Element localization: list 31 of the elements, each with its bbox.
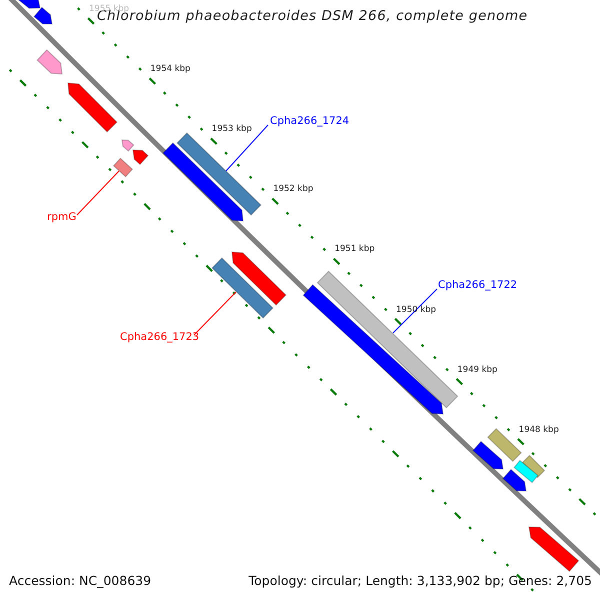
leader-line — [226, 124, 268, 172]
gene-bar — [112, 158, 134, 178]
gene-bar — [121, 139, 134, 152]
gene-bar — [176, 132, 262, 216]
scale-label: 1948 kbp — [518, 426, 559, 436]
gene-bar — [231, 251, 287, 306]
scale-label: 1953 kbp — [212, 125, 252, 135]
scale-label: 1952 kbp — [273, 185, 314, 196]
scale-label: 1954 kbp — [150, 65, 190, 75]
gene-bar — [502, 468, 527, 492]
gene-bar — [132, 149, 149, 166]
accession-text: Accession: NC_008639 — [9, 574, 152, 588]
leader-line — [194, 292, 236, 336]
gene-bar — [33, 6, 53, 24]
genome-info-text: Topology: circular; Length: 3,133,902 bp; Genes: 2,705 — [248, 574, 592, 588]
gene-bar — [472, 440, 504, 470]
gene-bar — [162, 142, 244, 222]
leader-line — [392, 288, 438, 334]
gene-label: Cpha266_1723 — [120, 331, 200, 344]
gene-label: rpmG — [47, 211, 76, 224]
gene-bar — [513, 460, 539, 484]
scale-label: 1949 kbp — [457, 366, 498, 376]
gene-bar — [528, 526, 580, 572]
gene-label: Cpha266_1722 — [438, 279, 518, 292]
gene-label: Cpha266_1724 — [270, 115, 350, 128]
leader-line — [76, 170, 120, 216]
gene-bar — [67, 82, 118, 133]
gene-bar — [211, 257, 274, 319]
gene-bar — [36, 49, 63, 75]
scale-label: 1951 kbp — [334, 245, 375, 256]
scale-label: 1950 kbp — [396, 306, 436, 316]
